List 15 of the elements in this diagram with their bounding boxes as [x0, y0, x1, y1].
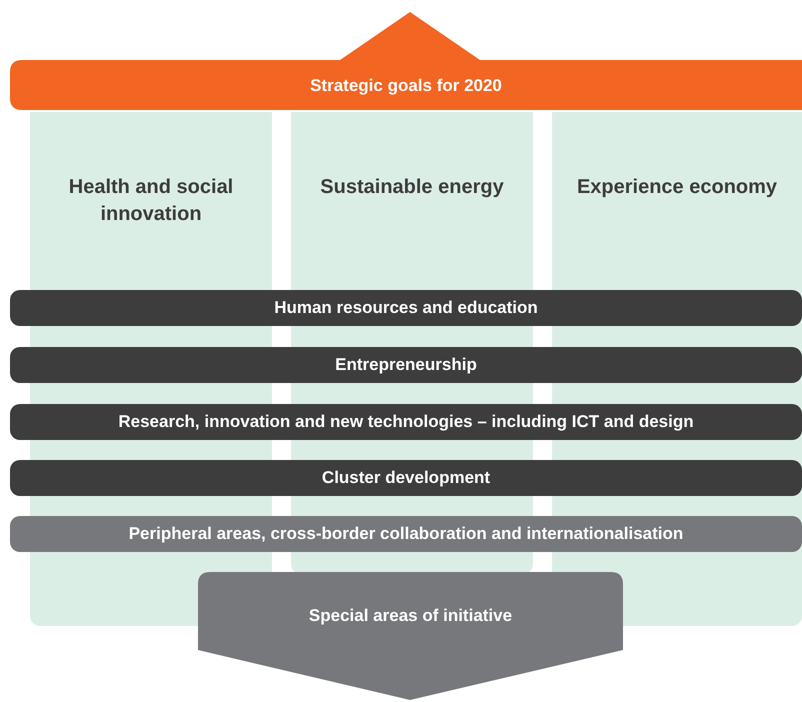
- pillar-title: Experience economy: [576, 175, 778, 200]
- bar-label: Cluster development: [320, 468, 492, 488]
- theme-bar: [10, 404, 802, 440]
- bar-label: Entrepreneurship: [334, 355, 478, 375]
- bar-label: Peripheral areas, cross-border collaboration and internationalisation: [128, 524, 684, 544]
- arrow-label: Special areas of initiative: [308, 606, 514, 626]
- theme-bar: [10, 516, 802, 552]
- pillar-title: Sustainable energy: [319, 175, 505, 200]
- bar-label: Human resources and education: [273, 298, 539, 318]
- theme-bar: [10, 290, 802, 326]
- theme-bar: [10, 347, 802, 383]
- bar-label: Research, innovation and new technologies – including ICT and design: [117, 412, 695, 432]
- theme-bar: [10, 460, 802, 496]
- pillar-title: Health and social innovation: [68, 175, 234, 227]
- banner-title: Strategic goals for 2020: [309, 76, 503, 96]
